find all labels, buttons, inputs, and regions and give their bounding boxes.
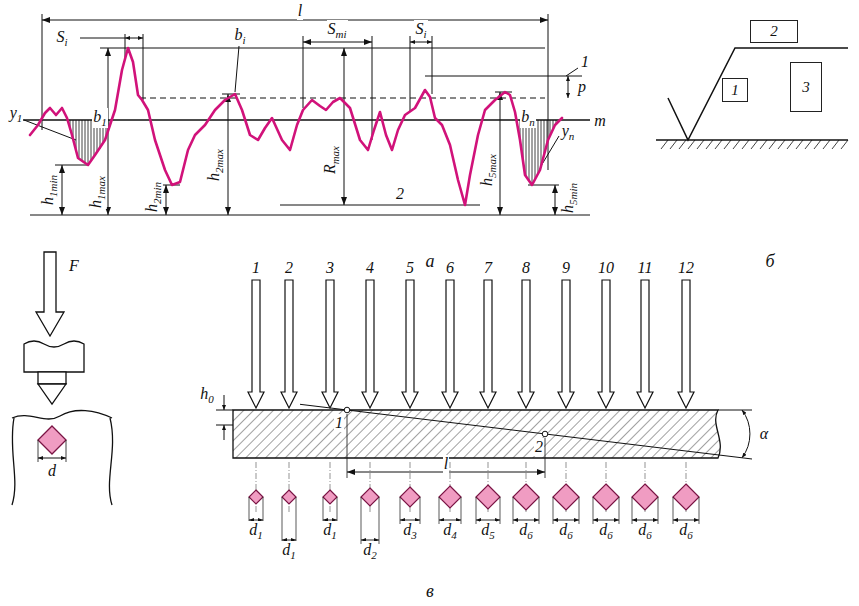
point-label: bi: [233, 26, 246, 46]
dimension-label: d6: [678, 521, 694, 541]
specimen-plate: [216, 395, 752, 478]
dimension-label: d2: [362, 541, 378, 561]
segment-label: bn: [520, 108, 536, 128]
symbol-field-box: 3: [790, 62, 822, 112]
dimension-label: h1min: [39, 174, 59, 206]
dimension-label: Si: [414, 20, 427, 40]
roughness-profile: [30, 48, 562, 205]
dimension-label: p: [577, 78, 587, 96]
dimension-label: d: [47, 462, 57, 480]
dimension-label: d1: [322, 521, 338, 541]
ordinate-label: yn: [561, 122, 576, 142]
figure-letter: в: [425, 582, 435, 602]
dimension-label: h1max: [87, 175, 107, 209]
dimension-label: h0: [199, 385, 215, 405]
callout-number: 12: [677, 259, 695, 277]
callout-number: 6: [445, 259, 455, 277]
callout-number: 5: [405, 259, 415, 277]
dimension-label: h5max: [478, 153, 498, 187]
ordinate-label: y1: [9, 104, 24, 124]
force-label: F: [68, 257, 80, 275]
callout-number: 8: [521, 259, 531, 277]
dimension-label: h2min: [143, 181, 163, 213]
dimension-label: d5: [480, 521, 496, 541]
indenter: [12, 252, 113, 505]
dimension-label: Smi: [327, 20, 348, 40]
roughness-dimensions: [22, 14, 590, 215]
dimension-label: d1: [248, 521, 264, 541]
dimension-label: d6: [637, 521, 653, 541]
callout-number: 2: [395, 185, 405, 203]
dimension-label: l: [443, 455, 449, 473]
dimension-label: d3: [402, 521, 418, 541]
box-number: 3: [802, 79, 810, 96]
callout-number: 3: [325, 259, 335, 277]
point-label: 2: [534, 438, 544, 456]
callout-number: 10: [597, 259, 615, 277]
dimension-label: Si: [55, 28, 68, 48]
figure-letter: а: [425, 252, 436, 272]
callout-number: 1: [580, 53, 590, 71]
dimension-label: l: [297, 2, 303, 20]
callout-number: 9: [561, 259, 571, 277]
dimension-label: d4: [442, 521, 458, 541]
symbol-field-box: 1: [722, 78, 748, 102]
segment-label: b1: [92, 108, 108, 128]
dimension-label: Rmax: [321, 145, 341, 175]
box-number: 1: [731, 82, 739, 99]
dimension-label: h2max: [205, 148, 225, 182]
callout-number: 2: [284, 259, 294, 277]
angle-label: α: [759, 425, 769, 443]
dimension-label: d6: [598, 521, 614, 541]
roughness-symbol: [656, 48, 848, 140]
figure-letter: б: [764, 252, 775, 272]
load-arrows: [248, 280, 699, 544]
dimension-label: d1: [281, 541, 297, 561]
symbol-field-box: 2: [750, 20, 798, 43]
ground-hatch: [661, 140, 848, 149]
point-label: 1: [334, 414, 344, 432]
box-number: 2: [770, 23, 778, 40]
dimension-label: d6: [518, 521, 534, 541]
dimension-label: h5min: [559, 182, 579, 214]
callout-number: 11: [637, 259, 654, 277]
callout-number: 1: [251, 259, 261, 277]
callout-number: 7: [483, 259, 493, 277]
callout-number: 4: [365, 259, 375, 277]
mean-line-label: m: [593, 112, 607, 130]
dimension-label: d6: [558, 521, 574, 541]
